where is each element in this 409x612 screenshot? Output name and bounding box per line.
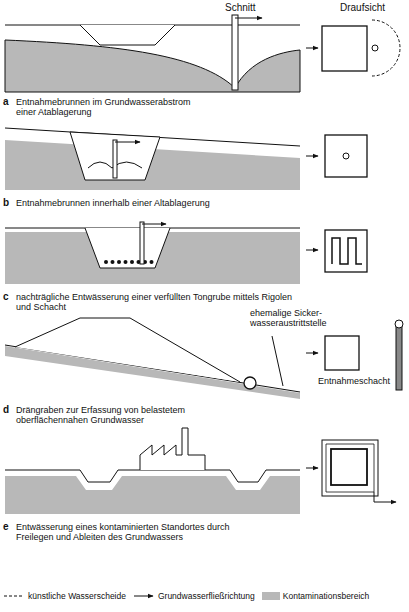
drawing-rect (140, 222, 144, 264)
label: Entwässerung eines kontaminierten Stando… (16, 522, 236, 543)
drawing-line (306, 250, 318, 251)
legend: künstliche Wasserscheide Grundwasserfließ… (3, 591, 376, 601)
arrow-sample (133, 592, 155, 600)
drawing-g (5, 15, 403, 514)
drawing-path (5, 40, 300, 92)
drawing-path (235, 18, 262, 19)
drawing-path (85, 228, 170, 268)
drawing-rect (325, 336, 359, 370)
drawing-line (306, 156, 318, 157)
label: Entnahmebrunnen im Grundwasserabstrom ei… (16, 97, 196, 118)
legend-text: künstliche Wasserscheide (28, 591, 126, 601)
legend-item: Grundwasserfließrichtung (133, 591, 255, 601)
drawing-circle (372, 45, 378, 51)
panel-letter: c (3, 291, 9, 303)
drawing-g (104, 260, 154, 264)
drawing-line (306, 353, 318, 354)
drawing-circle (343, 153, 349, 159)
drawing-rect (331, 449, 367, 485)
label: Drängraben zur Erfassung von belastetem … (16, 405, 216, 426)
panel-letter: a (3, 96, 9, 108)
drawing-rect (113, 140, 117, 178)
panel-b-section (5, 128, 300, 190)
label: Entnahmebrunnen innerhalb einer Altablag… (16, 198, 286, 208)
legend-item: Kontaminationsbereich (262, 591, 369, 601)
drain-dot (150, 260, 154, 264)
drawing-rect (325, 135, 367, 177)
panel-c-section (5, 222, 300, 284)
drawing-path (372, 20, 400, 76)
drawing-circle (395, 320, 403, 328)
panel-b-plan (325, 135, 367, 177)
legend-line (134, 596, 153, 597)
panel-c-plan (325, 230, 367, 272)
drawing-line (306, 468, 318, 469)
drawing-path (15, 318, 240, 382)
drawing-rect (322, 26, 367, 71)
label: ehemalige Sicker- wasseraustrittstelle (250, 308, 350, 329)
drawing-path (5, 470, 300, 482)
legend-item: künstliche Wasserscheide (3, 591, 126, 601)
panel-letter: d (3, 404, 9, 416)
drain-dot (104, 260, 108, 264)
drawing-rect (322, 440, 378, 496)
drain-dot (111, 260, 115, 264)
panel-letter: b (3, 197, 9, 209)
legend-text: Kontaminationsbereich (283, 591, 369, 601)
drain-dot (117, 260, 121, 264)
panel-e-section (5, 428, 300, 514)
dashed-line-sample (3, 592, 25, 600)
label: Draufsicht (340, 2, 385, 14)
legend-swatch (262, 592, 280, 600)
drawing-path (142, 224, 166, 225)
drawing-path (326, 444, 374, 492)
label: Entnahmeschacht (318, 376, 394, 386)
drawing-path (80, 25, 175, 45)
drawing-path (374, 492, 396, 502)
drain-dot (124, 260, 128, 264)
drawing-path (115, 142, 140, 143)
drawing-rect (396, 324, 402, 390)
drawing-path (140, 428, 205, 470)
panel-e-plan (322, 440, 396, 502)
legend-line (4, 596, 23, 597)
label: Schnitt (225, 2, 256, 14)
drawing-rect (232, 15, 238, 90)
panel-a-section (5, 15, 300, 92)
drawing-line (272, 336, 283, 386)
panel-d-section (5, 318, 300, 399)
drawing-line (306, 48, 318, 49)
panel-a-plan (322, 20, 400, 76)
drawing-path (332, 238, 362, 264)
drawing-path (70, 132, 160, 180)
drawing-rect (325, 230, 367, 272)
drain-dot (130, 260, 134, 264)
panel-letter: e (3, 521, 9, 533)
drawing-circle (244, 377, 256, 389)
legend-text: Grundwasserfließrichtung (158, 591, 255, 601)
